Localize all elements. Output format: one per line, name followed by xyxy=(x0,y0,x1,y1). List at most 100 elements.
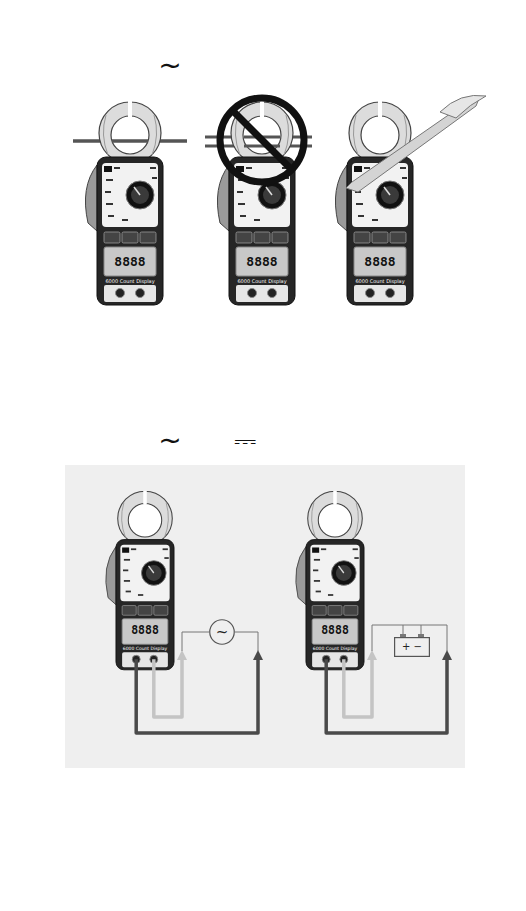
button xyxy=(272,232,288,243)
jack-panel xyxy=(312,652,358,667)
brand-logo xyxy=(122,547,129,552)
dial-panel xyxy=(102,163,158,227)
dial-pointer xyxy=(339,566,344,573)
dial-marking xyxy=(321,548,326,550)
dial-marking xyxy=(123,569,128,571)
clamp-jaw xyxy=(308,491,363,546)
button xyxy=(254,232,270,243)
background-panel xyxy=(65,465,465,768)
clamp-meter xyxy=(296,490,364,670)
display-caption: 6000 Count Display xyxy=(313,646,357,651)
dial-marking xyxy=(313,569,318,571)
ac-symbol: ~ xyxy=(158,427,181,455)
button xyxy=(154,606,168,616)
input-jack xyxy=(268,289,277,298)
dial-knob xyxy=(381,186,399,204)
jack-panel xyxy=(354,285,406,302)
dial-marking xyxy=(108,215,114,217)
battery-terminal xyxy=(400,634,406,637)
prohibition-circle xyxy=(220,98,304,182)
jaw-gap xyxy=(378,101,382,117)
dial-knob xyxy=(131,186,149,204)
clamp-meter xyxy=(106,490,174,670)
dial-marking xyxy=(353,548,358,550)
dial-marking xyxy=(402,177,407,179)
trigger xyxy=(217,165,229,231)
dial-marking xyxy=(105,191,111,193)
ac-source: ~ xyxy=(209,619,235,645)
clamp-meter xyxy=(85,101,163,305)
dc-symbol: ⎓ xyxy=(234,427,256,455)
dial-knob xyxy=(146,565,162,581)
test-lead xyxy=(326,659,447,733)
jaw-ridge xyxy=(103,115,156,155)
trigger xyxy=(106,547,116,605)
dial-marking xyxy=(240,215,246,217)
dial-panel xyxy=(310,545,359,601)
brand-logo xyxy=(104,166,112,172)
dial-marking xyxy=(150,167,156,169)
button xyxy=(390,232,406,243)
dial-marking xyxy=(237,191,243,193)
node-text: ~ xyxy=(216,625,229,640)
dial-marking xyxy=(238,203,245,205)
ac-symbol: ~ xyxy=(158,52,181,80)
rotary-dial xyxy=(141,561,166,586)
dial-marking xyxy=(124,580,130,582)
display-caption: 6000 Count Display xyxy=(123,646,167,651)
lcd-display xyxy=(354,247,406,276)
dial-marking xyxy=(164,557,168,559)
conductor-wire xyxy=(112,139,148,143)
probe-clip xyxy=(440,95,486,118)
jack-panel xyxy=(122,652,168,667)
lcd-display xyxy=(236,247,288,276)
dial-marking xyxy=(316,591,321,593)
dial-marking xyxy=(106,179,113,181)
trigger xyxy=(335,165,347,231)
brand-logo xyxy=(354,166,362,172)
dial-marking xyxy=(106,203,113,205)
button xyxy=(236,232,252,243)
conductor-wire xyxy=(73,139,187,143)
dial-marking xyxy=(122,219,128,221)
button xyxy=(122,606,136,616)
dial-marking xyxy=(131,548,136,550)
dial-marking xyxy=(356,203,363,205)
clamp-meter xyxy=(335,101,413,305)
dial-pointer xyxy=(149,566,154,573)
jaw-gap xyxy=(128,101,132,117)
button xyxy=(312,606,326,616)
dial-marking xyxy=(163,548,168,550)
prohibition-slash xyxy=(232,110,292,170)
rotary-dial xyxy=(376,181,404,209)
rotary-dial xyxy=(331,561,356,586)
dial-panel xyxy=(234,163,290,227)
dial-pointer xyxy=(134,187,140,195)
arrow-head xyxy=(253,650,263,660)
battery-box xyxy=(395,638,430,657)
input-jack xyxy=(366,289,375,298)
clamp-jaw xyxy=(118,491,173,546)
dial-marking xyxy=(138,594,143,596)
meter-body xyxy=(306,540,364,670)
source-circle xyxy=(210,620,235,645)
display-digits: 8888 xyxy=(131,625,159,637)
rotary-dial xyxy=(126,181,154,209)
jaw-opening xyxy=(111,116,149,154)
jaw-opening xyxy=(318,503,351,536)
input-jack xyxy=(386,289,395,298)
dial-marking xyxy=(246,167,252,169)
display-digits: 8888 xyxy=(114,255,145,268)
jack-panel xyxy=(104,285,156,302)
jaw-ridge xyxy=(122,503,169,538)
input-jack xyxy=(116,289,125,298)
clamp-jaw xyxy=(99,102,161,164)
jack-panel xyxy=(236,285,288,302)
lcd-display xyxy=(122,619,168,645)
dial-pointer xyxy=(266,187,272,195)
brand-logo xyxy=(312,547,319,552)
jaw-opening xyxy=(128,503,161,536)
dial-marking xyxy=(114,167,120,169)
dial-knob xyxy=(336,565,352,581)
